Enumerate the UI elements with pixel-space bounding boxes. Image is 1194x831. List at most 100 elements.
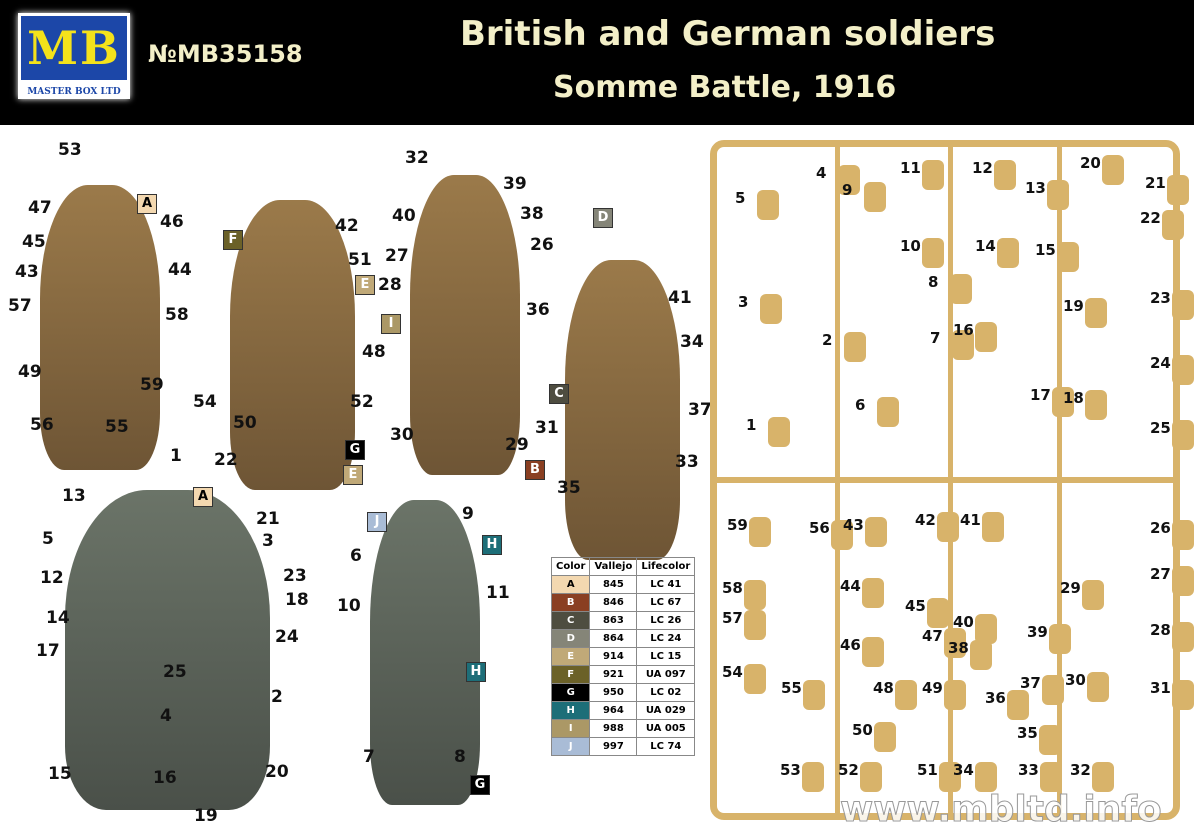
sprue-number: 36 [985,689,1006,707]
sprue-part [1082,580,1104,610]
part-callout: 27 [385,246,409,266]
sprue-number: 9 [842,181,853,199]
part-callout: 10 [337,596,361,616]
color-vallejo: 914 [589,647,638,666]
part-callout: 29 [505,435,529,455]
color-lifecolor: UA 097 [636,665,696,684]
sprue-part [1172,680,1194,710]
part-callout: 58 [165,305,189,325]
sprue-part [803,680,825,710]
sprue-part [982,512,1004,542]
part-callout: 12 [40,568,64,588]
sprue-number: 48 [873,679,894,697]
color-callout: J [367,512,387,532]
part-callout: 15 [48,764,72,784]
sprue-part [1092,762,1114,792]
part-callout: 14 [46,608,70,628]
sprue-part [844,332,866,362]
part-callout: 57 [8,296,32,316]
sprue-number: 49 [922,679,943,697]
sprue-number: 45 [905,597,926,615]
part-callout: 5 [42,529,54,549]
part-callout: 35 [557,478,581,498]
german-soldiers-group [65,490,270,810]
sprue-number: 22 [1140,209,1161,227]
sprue-number: 55 [781,679,802,697]
sprue-number: 1 [746,416,757,434]
color-callout: E [355,275,375,295]
color-lifecolor: LC 15 [636,647,696,666]
part-callout: 56 [30,415,54,435]
part-callout: 52 [350,392,374,412]
sprue-number: 53 [780,761,801,779]
color-code: G [550,683,591,702]
color-code: I [550,719,591,738]
header-banner: MB MASTER BOX LTD №MB35158 British and G… [0,0,1194,125]
color-callout: A [193,487,213,507]
part-callout: 24 [275,627,299,647]
sprue-part [1052,387,1074,417]
part-callout: 54 [193,392,217,412]
color-code: J [550,737,591,756]
sprue-part [862,637,884,667]
part-callout: 25 [163,662,187,682]
color-callout: G [470,775,490,795]
sprue-part [1085,390,1107,420]
sprue-number: 19 [1063,297,1084,315]
sprue-part [862,578,884,608]
part-callout: 6 [350,546,362,566]
part-callout: 48 [362,342,386,362]
sprue-part [1167,175,1189,205]
british-soldier-1 [40,185,160,470]
color-vallejo: 988 [589,719,638,738]
sprue-number: 30 [1065,671,1086,689]
sprue-part [744,664,766,694]
color-lifecolor: LC 74 [636,737,696,756]
sprue-number: 51 [917,761,938,779]
color-lifecolor: UA 005 [636,719,696,738]
sprue-part [952,330,974,360]
sprue-part [744,580,766,610]
sprue-part [744,610,766,640]
british-soldier-3 [410,175,520,475]
sprue-part [1087,672,1109,702]
sprue-part [860,762,882,792]
sprue-number: 10 [900,237,921,255]
part-callout: 44 [168,260,192,280]
color-vallejo: 863 [589,611,638,630]
sprue-part [927,598,949,628]
sprue-number: 40 [953,613,974,631]
color-code: D [550,629,591,648]
color-lifecolor: LC 02 [636,683,696,702]
part-callout: 21 [256,509,280,529]
color-lifecolor: LC 24 [636,629,696,648]
part-callout: 50 [233,413,257,433]
part-callout: 17 [36,641,60,661]
col-lifecolor: Lifecolor [636,557,696,576]
part-callout: 9 [462,504,474,524]
sprue-number: 13 [1025,179,1046,197]
sprue-number: 23 [1150,289,1171,307]
color-callout: G [345,440,365,460]
sprue-part [749,517,771,547]
master-box-logo: MB MASTER BOX LTD [18,13,130,99]
part-callout: 42 [335,216,359,236]
british-soldier-4 [565,260,680,560]
part-callout: 23 [283,566,307,586]
sprue-number: 26 [1150,519,1171,537]
color-callout: I [381,314,401,334]
sprue-part [997,238,1019,268]
sprue-number: 3 [738,293,749,311]
color-code: A [550,575,591,594]
part-callout: 18 [285,590,309,610]
sprue-part [937,512,959,542]
sprue-number: 39 [1027,623,1048,641]
part-callout: 13 [62,486,86,506]
sprue-part [922,238,944,268]
sprue-number: 31 [1150,679,1171,697]
part-callout: 2 [271,687,283,707]
